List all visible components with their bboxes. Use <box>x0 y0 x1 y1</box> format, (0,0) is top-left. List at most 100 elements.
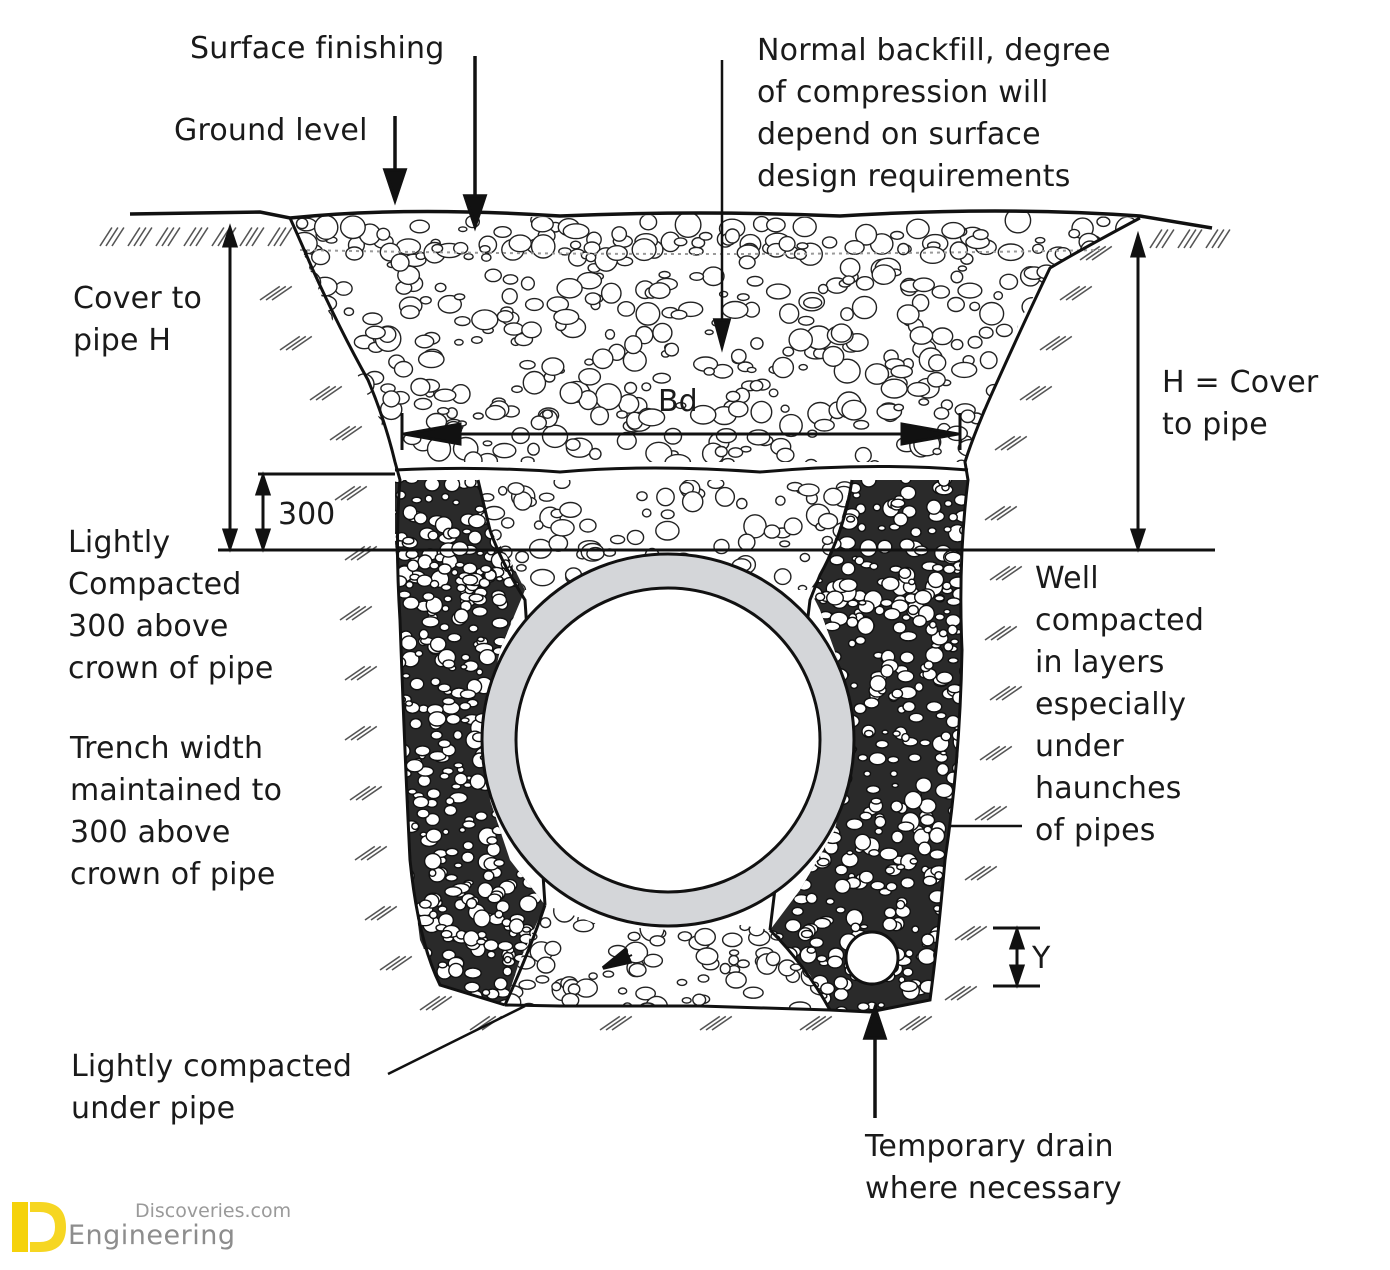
aggregate-particle <box>934 871 944 881</box>
hatch-stroke <box>356 665 378 681</box>
hatch-stroke <box>341 425 363 441</box>
aggregate-particle <box>395 938 401 947</box>
aggregate-particle <box>1103 296 1125 312</box>
aggregate-particle <box>462 930 480 947</box>
aggregate-particle <box>1034 236 1046 244</box>
aggregate-particle <box>1014 422 1034 437</box>
aggregate-particle <box>538 929 545 940</box>
aggregate-particle <box>863 697 880 709</box>
aggregate-particle <box>979 351 998 370</box>
hatch-stroke <box>1085 245 1107 261</box>
hatch-stroke <box>1031 385 1053 401</box>
aggregate-particle <box>817 512 839 530</box>
aggregate-particle <box>445 797 455 806</box>
aggregate-particle <box>721 300 749 319</box>
aggregate-particle <box>414 649 424 658</box>
hatch-stroke <box>1149 229 1163 249</box>
aggregate-particle <box>427 711 447 727</box>
aggregate-particle <box>829 554 845 566</box>
aggregate-particle <box>950 638 960 645</box>
aggregate-particle <box>609 534 626 545</box>
aggregate-particle <box>296 419 309 433</box>
aggregate-particle <box>395 851 401 862</box>
hatch-stroke <box>321 385 343 401</box>
aggregate-particle <box>943 499 953 508</box>
aggregate-particle <box>456 583 467 593</box>
aggregate-particle <box>874 815 887 829</box>
aggregate-particle <box>1069 388 1081 401</box>
hatch-stroke <box>1189 229 1203 249</box>
aggregate-particle <box>595 383 623 411</box>
aggregate-particle <box>1086 302 1101 313</box>
aggregate-particle <box>407 788 418 795</box>
aggregate-particle <box>320 388 343 405</box>
aggregate-particle <box>440 929 453 939</box>
aggregate-particle <box>407 914 416 921</box>
aggregate-particle <box>689 272 705 282</box>
aggregate-particle <box>907 753 922 763</box>
aggregate-particle <box>842 275 856 286</box>
aggregate-particle <box>859 811 873 821</box>
aggregate-particle <box>904 949 914 958</box>
aggregate-particle <box>770 494 775 506</box>
aggregate-particle <box>1074 368 1089 384</box>
hatch-stroke <box>605 1015 627 1031</box>
aggregate-particle <box>947 296 966 313</box>
aggregate-particle <box>770 559 774 569</box>
aggregate-particle <box>462 574 479 586</box>
aggregate-particle <box>746 275 764 287</box>
ed-logo-icon <box>12 1202 66 1252</box>
aggregate-particle <box>941 221 966 240</box>
aggregate-particle <box>402 996 419 1005</box>
aggregate-particle <box>483 939 499 952</box>
aggregate-particle <box>400 865 410 873</box>
aggregate-particle <box>553 905 576 923</box>
aggregate-particle <box>528 877 536 883</box>
aggregate-particle <box>611 226 628 242</box>
temporary-drain-pipe <box>844 930 900 986</box>
aggregate-particle <box>395 968 409 985</box>
aggregate-particle <box>899 630 918 642</box>
aggregate-particle <box>518 895 538 913</box>
aggregate-particle <box>497 940 514 952</box>
aggregate-particle <box>411 822 420 831</box>
aggregate-particle <box>294 270 322 295</box>
aggregate-particle <box>418 899 432 909</box>
aggregate-particle <box>804 458 818 462</box>
aggregate-particle <box>927 527 937 535</box>
aggregate-particle <box>437 683 452 693</box>
aggregate-particle <box>783 517 803 536</box>
aggregate-particle <box>1072 333 1100 357</box>
aggregate-particle <box>882 917 898 932</box>
aggregate-particle <box>773 482 788 493</box>
aggregate-particle <box>334 281 353 296</box>
hatch-stroke <box>265 285 287 301</box>
aggregate-particle <box>343 307 355 317</box>
aggregate-particle <box>813 418 835 432</box>
engineering-discoveries-watermark: Discoveries.com Engineering <box>10 1198 300 1258</box>
aggregate-particle <box>947 657 959 664</box>
aggregate-particle <box>939 934 950 943</box>
hatch-stroke <box>105 227 119 247</box>
aggregate-particle <box>462 840 474 851</box>
aggregate-particle <box>521 321 542 339</box>
aggregate-particle <box>859 924 869 930</box>
hatch-stroke <box>161 227 175 247</box>
aggregate-particle <box>939 750 948 756</box>
aggregate-particle <box>739 922 751 932</box>
aggregate-particle <box>652 372 672 384</box>
aggregate-particle <box>798 363 809 371</box>
aggregate-particle <box>446 632 462 643</box>
aggregate-particle <box>845 818 864 831</box>
aggregate-particle <box>430 677 441 687</box>
aggregate-particle <box>461 996 470 1003</box>
hatch-stroke <box>1006 435 1028 451</box>
aggregate-particle <box>530 234 556 259</box>
aggregate-particle <box>967 335 983 349</box>
aggregate-particle <box>478 577 491 589</box>
aggregate-particle <box>641 508 652 518</box>
aggregate-particle <box>942 581 952 591</box>
aggregate-particle <box>779 413 803 438</box>
aggregate-particle <box>884 866 895 875</box>
aggregate-particle <box>839 257 861 278</box>
